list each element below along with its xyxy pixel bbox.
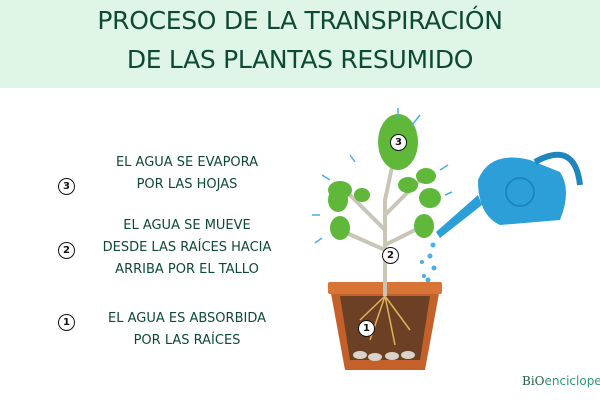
evaporation-arrows (312, 108, 453, 244)
step-text: EL AGUA ES ABSORBIDA POR LAS RAÍCES (82, 308, 292, 352)
title-line-2: DE LAS PLANTAS RESUMIDO (126, 45, 474, 74)
step-line: DESDE LAS RAÍCES HACIA (102, 240, 272, 255)
step-number: 1 (58, 314, 75, 331)
step-line: POR LAS HOJAS (136, 177, 238, 192)
step-text: EL AGUA SE MUEVE DESDE LAS RAÍCES HACIA … (82, 215, 292, 281)
step-number: 2 (58, 242, 75, 259)
step-text: EL AGUA SE EVAPORA POR LAS HOJAS (82, 152, 292, 196)
step-3: 3 EL AGUA SE EVAPORA POR LAS HOJAS (56, 155, 296, 232)
step-1: 1 EL AGUA ES ABSORBIDA POR LAS RAÍCES (56, 311, 296, 374)
step-line: EL AGUA SE MUEVE (123, 218, 251, 233)
roots-label: 1 (358, 320, 375, 337)
header-banner: PROCESO DE LA TRANSPIRACIÓN DE LAS PLANT… (0, 0, 600, 88)
title-line-1: PROCESO DE LA TRANSPIRACIÓN (97, 6, 503, 35)
logo-text: enciclopedia (544, 374, 600, 388)
stem-label: 2 (382, 247, 399, 264)
flower-pot (328, 282, 442, 370)
stem (339, 129, 426, 296)
step-line: EL AGUA ES ABSORBIDA (108, 311, 266, 326)
bioenciclopedia-logo: BiOenciclopedia (522, 374, 600, 388)
step-2: 2 EL AGUA SE MUEVE DESDE LAS RAÍCES HACI… (56, 218, 296, 302)
step-line: EL AGUA SE EVAPORA (115, 155, 259, 170)
step-number: 3 (58, 178, 75, 195)
leaf-label: 3 (390, 134, 407, 151)
step-line: POR LAS RAÍCES (133, 333, 241, 348)
step-line: ARRIBA POR EL TALLO (115, 262, 259, 277)
watering-can-icon (436, 151, 583, 238)
leaves (328, 114, 441, 240)
logo-bio: BiO (522, 374, 545, 388)
